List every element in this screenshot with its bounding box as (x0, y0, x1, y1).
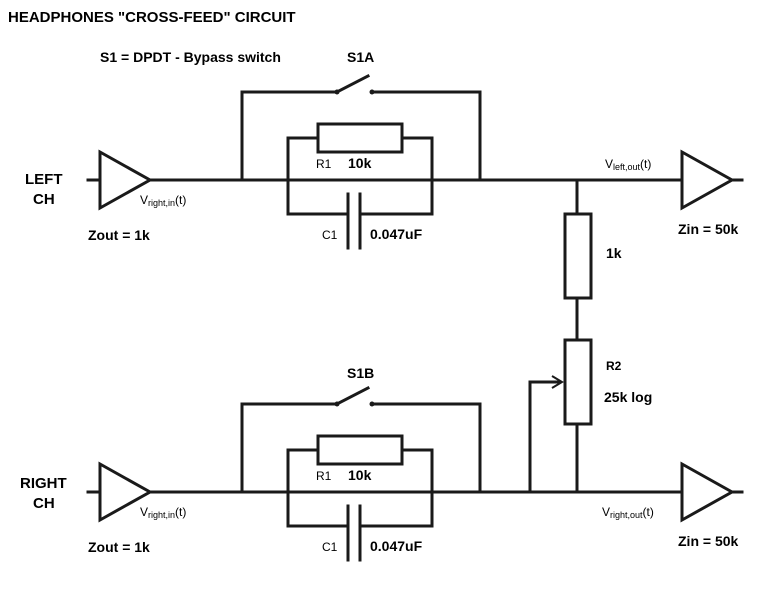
right-output-buffer (680, 461, 736, 523)
right-channel (86, 385, 744, 562)
crossfeed-shunt (528, 178, 593, 494)
left-zin-label: Zin = 50k (678, 221, 739, 237)
right-c1-label: C1 (322, 540, 338, 554)
left-c1-label: C1 (322, 228, 338, 242)
left-zout-label: Zout = 1k (88, 227, 150, 243)
right-zin-label: Zin = 50k (678, 533, 739, 549)
left-channel (86, 73, 744, 250)
right-switch-blade (334, 385, 371, 407)
right-channel-label-2: CH (33, 495, 55, 512)
left-r1-label: R1 (316, 157, 332, 171)
left-output-buffer (680, 149, 736, 211)
diagram-title: HEADPHONES "CROSS-FEED" CIRCUIT (8, 9, 296, 26)
right-input-buffer (98, 461, 154, 523)
left-input-buffer (98, 149, 154, 211)
left-switch-label: S1A (347, 49, 374, 65)
pot-name: R2 (606, 359, 622, 373)
right-r1-label: R1 (316, 469, 332, 483)
left-vin-label: Vright,in(t) (140, 193, 186, 208)
left-r1-resistor (316, 122, 404, 154)
right-c1-value: 0.047uF (370, 538, 423, 554)
right-switch-label: S1B (347, 365, 374, 381)
shunt-resistor-value: 1k (606, 245, 622, 261)
left-switch-blade (334, 73, 371, 95)
r2-potentiometer (563, 338, 593, 426)
left-c1-value: 0.047uF (370, 226, 423, 242)
left-channel-label-1: LEFT (25, 171, 63, 188)
right-vin-label: Vright,in(t) (140, 505, 186, 520)
left-channel-label-2: CH (33, 191, 55, 208)
right-vout-label: Vright,out(t) (602, 505, 654, 520)
left-vout-label: Vleft,out(t) (605, 157, 651, 172)
left-r1-value: 10k (348, 155, 372, 171)
pot-value: 25k log (604, 389, 652, 405)
right-zout-label: Zout = 1k (88, 539, 150, 555)
right-r1-resistor (316, 434, 404, 466)
right-r1-value: 10k (348, 467, 372, 483)
pot-wiper-arrow (551, 375, 564, 389)
switch-note: S1 = DPDT - Bypass switch (100, 49, 281, 65)
right-channel-label-1: RIGHT (20, 475, 67, 492)
shunt-resistor (563, 212, 593, 300)
